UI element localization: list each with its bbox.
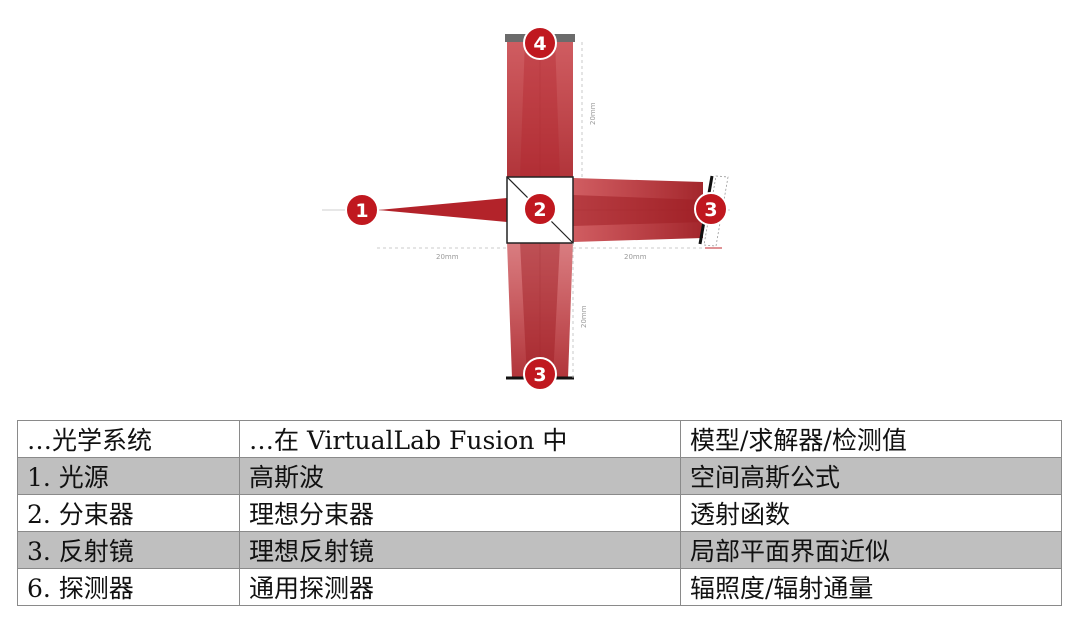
row-component: 2. 分束器 [17,494,240,532]
dim-top-label: 20mm [589,102,597,125]
dim-right-label: 20mm [624,253,647,261]
beam-down-core [520,242,560,378]
marker-top-detector: 4 [523,26,557,60]
table-row: 1. 光源 高斯波 空间高斯公式 [17,457,1062,495]
row-component: 3. 反射镜 [17,531,240,569]
beam-up-core [520,40,560,178]
marker-mirror: 3 [694,192,728,226]
table-row: 2. 分束器 理想分束器 透射函数 [17,494,1062,532]
row-model: 空间高斯公式 [680,457,1062,495]
beam-up [507,40,573,178]
beam-down [507,242,573,378]
marker-bottom-detector-label: 3 [533,364,546,386]
row-vl-element: 理想分束器 [239,494,681,532]
marker-beam-splitter: 2 [523,192,557,226]
dim-left-label: 20mm [436,253,459,261]
marker-top-detector-label: 4 [533,33,546,55]
marker-mirror-label: 3 [704,199,717,221]
row-component: 6. 探测器 [17,568,240,606]
row-component: 1. 光源 [17,457,240,495]
beam-source [378,198,507,222]
row-model: 辐照度/辐射通量 [680,568,1062,606]
marker-source-label: 1 [355,200,368,222]
row-vl-element: 高斯波 [239,457,681,495]
row-vl-element: 通用探测器 [239,568,681,606]
header-virtuallab: …在 VirtualLab Fusion 中 [239,420,681,458]
optical-setup-diagram: 20mm 20mm 20mm 20mm 1 2 3 3 4 [322,26,730,391]
component-table: …光学系统 …在 VirtualLab Fusion 中 模型/求解器/检测值 … [17,420,1062,606]
dim-bottom-label: 20mm [580,305,588,328]
header-optical-system: …光学系统 [17,420,240,458]
table-row: 6. 探测器 通用探测器 辐照度/辐射通量 [17,568,1062,606]
table-row: 3. 反射镜 理想反射镜 局部平面界面近似 [17,531,1062,569]
marker-beam-splitter-label: 2 [533,199,546,221]
row-model: 透射函数 [680,494,1062,532]
table-header-row: …光学系统 …在 VirtualLab Fusion 中 模型/求解器/检测值 [17,420,1062,458]
beam-right-core [573,195,703,226]
row-vl-element: 理想反射镜 [239,531,681,569]
header-model: 模型/求解器/检测值 [680,420,1062,458]
marker-bottom-detector: 3 [523,357,557,391]
row-model: 局部平面界面近似 [680,531,1062,569]
marker-source: 1 [345,193,379,227]
